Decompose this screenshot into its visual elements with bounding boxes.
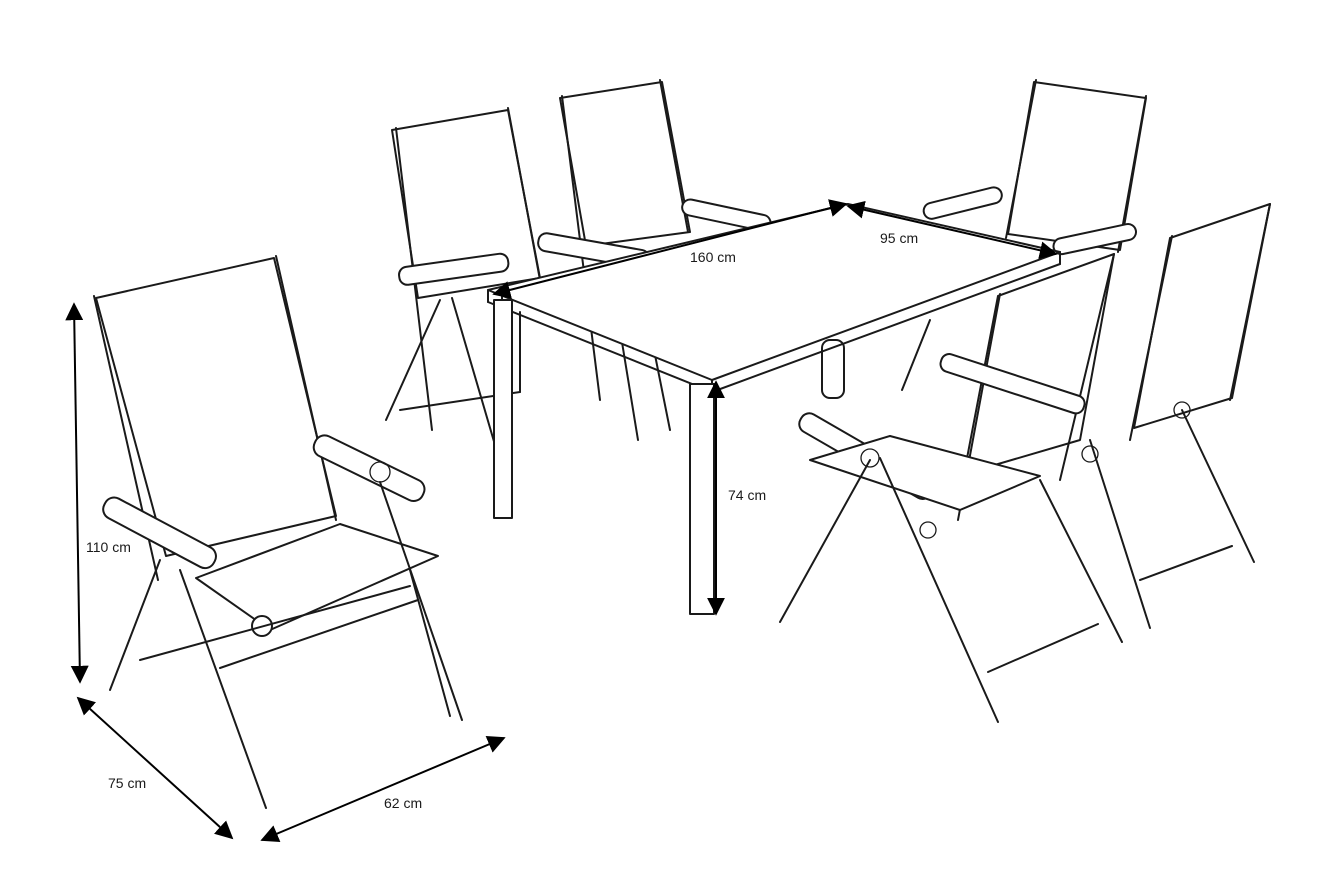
front-chair-right-2	[939, 203, 1271, 629]
label-table-width: 95 cm	[880, 230, 918, 246]
front-chair-left	[93, 255, 463, 809]
arrow-chair-height	[65, 302, 89, 684]
label-table-height: 74 cm	[728, 487, 766, 503]
dimension-arrows	[65, 199, 1058, 843]
dining-table	[487, 203, 1061, 615]
label-chair-depth: 75 cm	[108, 775, 146, 791]
label-chair-width: 62 cm	[384, 795, 422, 811]
front-chair-right-1	[779, 253, 1123, 723]
arrow-table-length	[492, 199, 848, 299]
arrow-chair-depth	[76, 696, 234, 840]
arrow-table-width	[846, 200, 1058, 260]
label-chair-height: 110 cm	[86, 539, 131, 555]
label-table-length: 160 cm	[690, 249, 736, 265]
arrow-chair-width	[260, 735, 506, 843]
